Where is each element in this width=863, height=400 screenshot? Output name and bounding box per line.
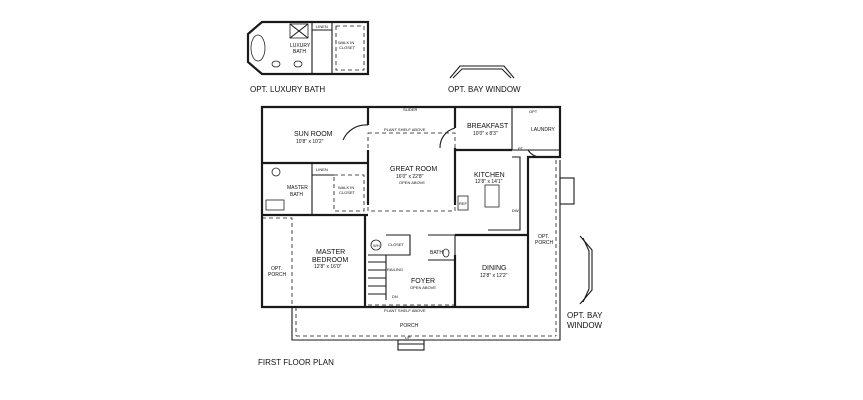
slider-label: SLIDER: [403, 107, 418, 112]
breakfast-dim: 10'0" x 8'3": [473, 131, 498, 137]
ref-label: REF: [459, 201, 468, 206]
front-steps: [397, 339, 425, 351]
opt-label: OPT: [529, 109, 538, 114]
side-steps: [559, 177, 575, 205]
porch-label: PORCH: [400, 323, 418, 329]
foyer-note: OPEN ABOVE: [410, 285, 436, 290]
caption-opt-luxury-bath: OPT. LUXURY BATH: [250, 85, 325, 94]
wh-label: WH: [373, 243, 380, 248]
dining-dim: 12'8" x 12'2": [480, 273, 508, 279]
refrigerator: [457, 195, 469, 211]
closet-label: CLOSET: [388, 242, 405, 247]
caption-opt-bay-window-right-1: OPT. BAY: [567, 311, 603, 320]
dw-label: DW: [512, 208, 519, 213]
opt-porch-left-label-2: PORCH: [268, 272, 286, 278]
opt-bay-window-top-shape: [449, 65, 515, 79]
tub-icon: [250, 34, 266, 62]
walk-in-label-1: WALK IN: [338, 185, 354, 190]
sink-icon: [271, 60, 281, 68]
water-heater-icon: [370, 239, 382, 251]
opt-luxury-bath-inset: LINEN LUXURY BATH WALK IN CLOSET: [246, 20, 370, 76]
bathtub-icon: [265, 199, 285, 211]
dining-label: DINING: [482, 265, 507, 272]
plant-shelf-top-label: PLANT SHELF ABOVE: [384, 127, 426, 132]
toilet-icon: [271, 167, 281, 177]
master-bedroom-dim: 12'8" x 16'0": [314, 264, 342, 270]
bath-label: BATH: [430, 250, 443, 256]
great-room-note: OPEN ABOVE: [399, 180, 425, 185]
kitchen-island: [484, 184, 500, 208]
railing-label: RAILING: [387, 267, 403, 272]
inset-linen-label: LINEN: [316, 24, 328, 29]
toilet-icon: [442, 248, 450, 258]
linen-label: LINEN: [316, 167, 328, 172]
caption-first-floor-plan: FIRST FLOOR PLAN: [258, 358, 334, 367]
inset-walkin-label-1: WALK IN: [338, 40, 354, 45]
porches: [261, 160, 575, 351]
walk-in-label-2: CLOSET: [339, 190, 356, 195]
kitchen-label: KITCHEN: [474, 172, 505, 179]
sun-room-label: SUN ROOM: [294, 131, 333, 138]
kitchen-dim: 12'8" x 14'1": [475, 179, 503, 185]
pt-label: PT: [518, 146, 524, 151]
dn-label: DN: [392, 294, 398, 299]
up-label: UP: [405, 335, 411, 340]
sink-icon: [293, 60, 303, 68]
master-bath-label-1: MASTER: [287, 185, 308, 191]
great-room-dim: 16'0" x 22'8": [396, 174, 424, 180]
caption-opt-bay-window-right-2: WINDOW: [567, 321, 603, 330]
opt-bay-window-right-shape: [579, 235, 593, 305]
master-bedroom-label-1: MASTER: [316, 249, 345, 256]
opt-porch-right-label-2: PORCH: [535, 240, 553, 246]
inset-walkin-label-2: CLOSET: [339, 45, 356, 50]
opt-porch-right-label-1: OPT.: [538, 234, 549, 240]
inset-luxury-label-2: BATH: [293, 49, 306, 55]
laundry-label: LAUNDRY: [531, 127, 555, 133]
opt-porch-left-label-1: OPT.: [271, 266, 282, 272]
master-bath-label-2: BATH: [290, 192, 303, 198]
plant-shelf-bottom-label: PLANT SHELF ABOVE: [384, 308, 426, 313]
master-bedroom-label-2: BEDROOM: [312, 257, 348, 264]
sun-room-dim: 10'8" x 10'2": [296, 139, 324, 145]
breakfast-label: BREAKFAST: [467, 123, 509, 130]
foyer-label: FOYER: [411, 278, 435, 285]
caption-opt-bay-window-top: OPT. BAY WINDOW: [448, 85, 521, 94]
great-room-label: GREAT ROOM: [390, 166, 437, 173]
inset-luxury-label-1: LUXURY: [290, 43, 311, 49]
